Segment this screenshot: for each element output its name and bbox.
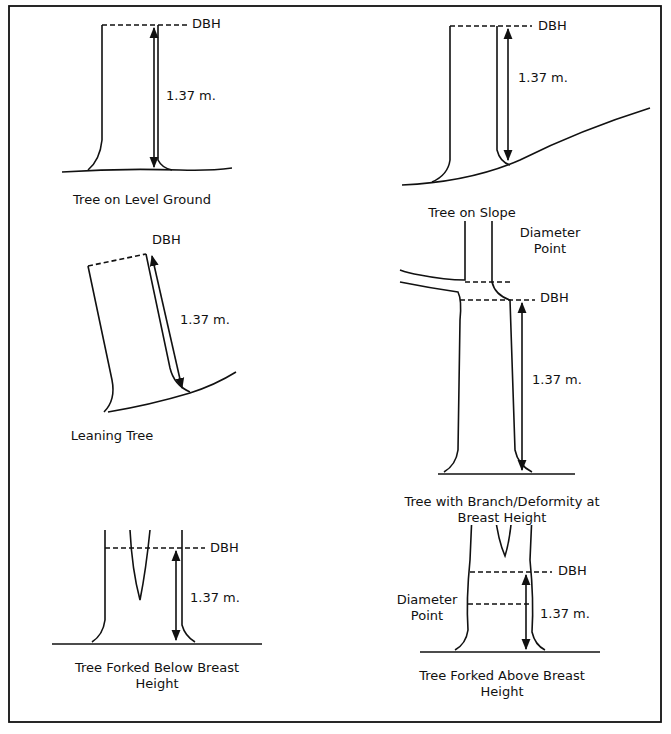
dimension-label: DBH [150, 232, 183, 248]
dimension-label: 1.37 m. [188, 590, 242, 606]
tree-leaning [88, 254, 236, 412]
panel-caption: Tree on Slope [400, 205, 544, 221]
dimension-label: DBH [536, 18, 569, 34]
dimension-label: Diameter Point [512, 225, 588, 256]
dimension-label: Diameter Point [388, 592, 466, 623]
dimension-label: 1.37 m. [178, 312, 232, 328]
dimension-label: 1.37 m. [164, 88, 218, 104]
tree-forked-below [52, 530, 262, 644]
dimension-label: DBH [190, 16, 223, 32]
dimension-label: 1.37 m. [516, 70, 570, 86]
tree-branch [400, 218, 575, 474]
dimension-label: DBH [556, 563, 589, 579]
panel-caption: Tree with Branch/Deformity at Breast Hei… [395, 494, 609, 525]
dimension-label: 1.37 m. [538, 606, 592, 622]
frame [9, 6, 661, 722]
panel-caption: Tree Forked Below Breast Height [60, 660, 254, 691]
tree-forked-above [420, 514, 600, 652]
tree-level [62, 25, 232, 172]
panel-caption: Leaning Tree [50, 428, 174, 444]
panel-caption: Tree Forked Above Breast Height [400, 668, 604, 699]
dimension-label: 1.37 m. [530, 372, 584, 388]
dimension-label: DBH [538, 290, 571, 306]
panel-caption: Tree on Level Ground [40, 192, 244, 208]
dimension-label: DBH [208, 540, 241, 556]
tree-slope [402, 26, 650, 185]
